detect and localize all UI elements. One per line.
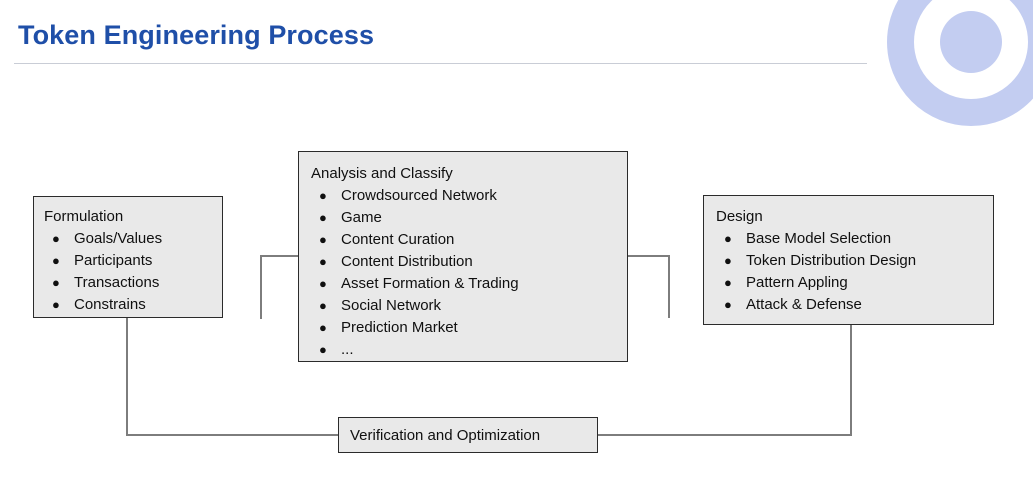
outer-ring-shape <box>887 0 1033 126</box>
bullet-icon: ● <box>52 253 60 268</box>
list-item-label: Transactions <box>74 274 160 291</box>
bullet-icon: ● <box>319 210 327 225</box>
list-item: ●... <box>319 339 627 361</box>
list-item: ● Social Network <box>319 295 627 317</box>
list-item: ● Game <box>319 207 627 229</box>
list-item: ● Prediction Market <box>319 317 627 339</box>
bullet-icon: ● <box>319 254 327 269</box>
list-item-label: Prediction Market <box>341 319 458 336</box>
connector-formulation-to-verification-horizontal <box>126 434 339 436</box>
bullet-icon: ● <box>724 231 732 246</box>
list-item: ● Base Model Selection <box>724 228 993 250</box>
list-item-label: Constrains <box>74 296 146 313</box>
list-item: ● Transactions <box>52 272 222 294</box>
list-item: ● Token Distribution Design <box>724 250 993 272</box>
bullet-icon: ● <box>724 275 732 290</box>
list-item-label: Pattern Appling <box>746 274 848 291</box>
list-item: ● Content Distribution <box>319 251 627 273</box>
node-title-analysis: Analysis and Classify <box>311 165 453 182</box>
list-item: ● Participants <box>52 250 222 272</box>
list-item-label: Attack & Defense <box>746 296 862 313</box>
list-item-label: Game <box>341 209 382 226</box>
bullet-icon: ● <box>724 297 732 312</box>
node-title-verification: Verification and Optimization <box>350 426 541 444</box>
list-item: ● Attack & Defense <box>724 294 993 316</box>
list-item: ● Goals/Values <box>52 228 222 250</box>
connector-analysis-to-design-vertical <box>668 256 670 318</box>
connector-formulation-to-analysis-vertical <box>260 256 262 319</box>
flow-node-analysis-and-classify[interactable]: Analysis and Classify ● Crowdsourced Netw… <box>298 151 628 362</box>
list-item-label: Content Curation <box>341 231 455 248</box>
list-item: ● Constrains <box>52 294 222 316</box>
flow-node-verification-and-optimization[interactable]: Verification and Optimization <box>338 417 598 453</box>
bullet-icon: ● <box>319 276 327 291</box>
bullet-icon: ● <box>319 320 327 335</box>
list-item-label: Crowdsourced Network <box>341 187 497 204</box>
list-item: ● Content Curation <box>319 229 627 251</box>
connector-design-to-verification-vertical <box>850 325 852 436</box>
list-item-label: Token Distribution Design <box>746 252 917 269</box>
list-item-label: Social Network <box>341 297 442 314</box>
list-item: ● Crowdsourced Network <box>319 185 627 207</box>
list-item: ● Asset Formation & Trading <box>319 273 627 295</box>
list-item-label: Content Distribution <box>341 253 473 270</box>
concentric-circles-icon <box>887 0 1033 126</box>
connector-formulation-to-analysis-horizontal <box>260 255 300 257</box>
node-list-formulation: ● Goals/Values ● Participants ● Transaction… <box>44 228 222 316</box>
node-title-design: Design <box>716 208 763 225</box>
connector-formulation-to-verification-vertical <box>126 318 128 436</box>
flow-node-formulation[interactable]: Formulation ● Goals/Values ● Participants … <box>33 196 223 318</box>
title-divider <box>14 63 867 64</box>
list-item: ● Pattern Appling <box>724 272 993 294</box>
bullet-icon: ● <box>52 297 60 312</box>
bullet-icon: ● <box>319 188 327 203</box>
list-item-label: Participants <box>74 252 153 269</box>
node-title-formulation: Formulation <box>44 208 124 225</box>
bullet-icon: ● <box>52 231 60 246</box>
list-item-label: ... <box>341 341 354 358</box>
list-item-label: Asset Formation & Trading <box>341 275 519 292</box>
bullet-icon: ● <box>319 232 327 247</box>
bullet-icon: ● <box>319 298 327 313</box>
flow-node-design[interactable]: Design ● Base Model Selection ● Token Dist… <box>703 195 994 325</box>
list-item-label: Goals/Values <box>74 230 163 247</box>
list-item-label: Base Model Selection <box>746 230 892 247</box>
inner-dot-shape <box>940 11 1002 73</box>
connector-design-to-verification-horizontal <box>597 434 851 436</box>
node-list-analysis: ● Crowdsourced Network ● Game ● Content Cur… <box>311 185 627 361</box>
bullet-icon: ● <box>724 253 732 268</box>
connector-analysis-to-design-horizontal <box>627 255 670 257</box>
node-list-design: ● Base Model Selection ● Token Distributio… <box>716 228 993 316</box>
page-title: Token Engineering Process <box>18 20 375 50</box>
bullet-icon: ● <box>319 342 327 357</box>
bullet-icon: ● <box>52 275 60 290</box>
